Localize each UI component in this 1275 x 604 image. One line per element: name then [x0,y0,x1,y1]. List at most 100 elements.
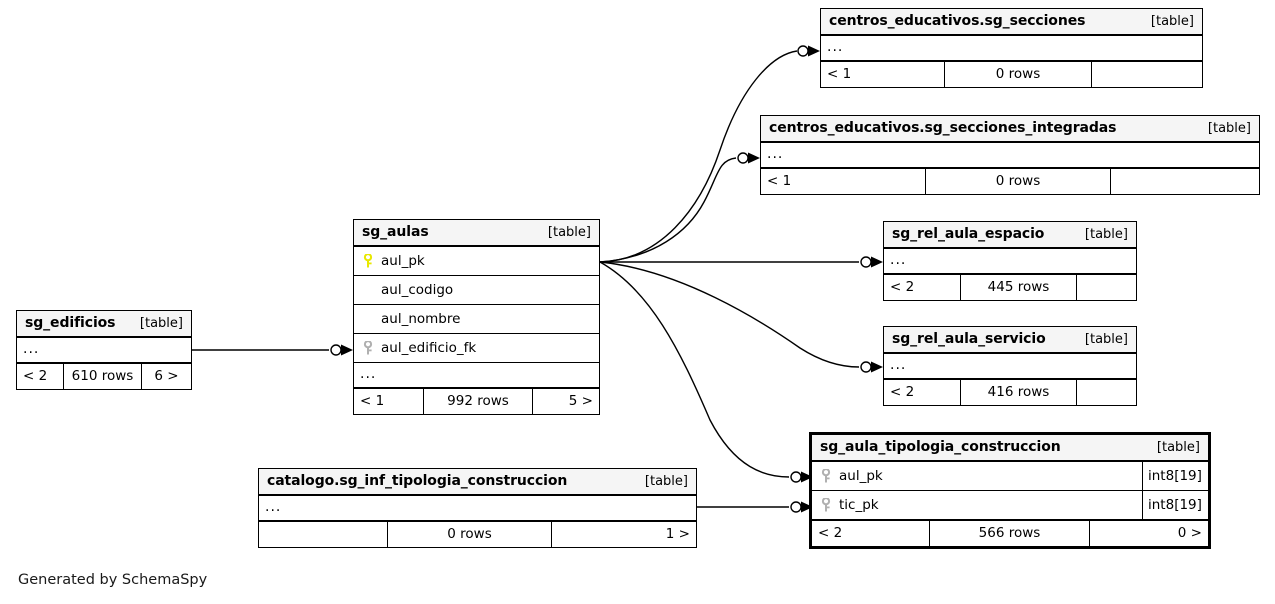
footer-rowcount: 0 rows [945,62,1092,87]
column-label: aul_nombre [381,310,461,327]
footer-rowcount: 566 rows [930,521,1090,546]
table-footer: < 2 416 rows [884,379,1136,405]
table-header: centros_educativos.sg_secciones_integrad… [761,116,1259,143]
table-footer: < 2 566 rows 0 > [812,520,1208,546]
table-title: sg_aula_tipologia_construccion [820,439,1061,455]
edge-aulas-to-aula-tipologia [599,261,790,478]
edge-aulas-to-secciones-integradas-2 [599,157,737,263]
table-header: sg_aula_tipologia_construccion [table] [812,435,1208,462]
table-sg-secciones[interactable]: centros_educativos.sg_secciones [table] … [820,8,1203,88]
footer-rowcount: 0 rows [926,169,1111,194]
footer-parents [259,522,388,547]
table-footer: 0 rows 1 > [259,521,696,547]
footer-children: 1 > [665,526,690,542]
columns-ellipsis: ... [821,36,1202,61]
column-name-cell: aul_edificio_fk [354,334,599,363]
footer-rowcount: 992 rows [424,389,533,414]
table-sg-aula-tipologia-construccion[interactable]: sg_aula_tipologia_construccion [table] a… [809,432,1211,549]
edge-endpoint-secciones [797,45,809,57]
column-label: tic_pk [839,496,879,513]
footer-children [1077,275,1136,300]
edge-endpoint-aula-tipologia-ticpk [790,501,802,513]
table-header: sg_edificios [table] [17,311,191,338]
column-type: int8[19] [1142,462,1208,490]
table-title: sg_rel_aula_servicio [892,331,1046,347]
column-name-cell: tic_pk [812,491,1142,520]
table-header: sg_rel_aula_servicio [table] [884,327,1136,354]
column-row-aul-pk[interactable]: aul_pk [354,247,599,276]
column-name-cell: aul_pk [812,462,1142,491]
footer-children [1077,380,1136,405]
column-label: aul_edificio_fk [381,339,477,356]
table-sg-rel-aula-espacio[interactable]: sg_rel_aula_espacio [table] ... < 2 445 … [883,221,1137,301]
table-sg-edificios[interactable]: sg_edificios [table] ... < 2 610 rows 6 … [16,310,192,390]
table-kind-label: [table] [1084,227,1128,242]
table-sg-inf-tipologia-construccion[interactable]: catalogo.sg_inf_tipologia_construccion [… [258,468,697,548]
table-footer: < 2 610 rows 6 > [17,363,191,389]
table-kind-label: [table] [547,225,591,240]
column-label: aul_pk [839,467,883,484]
table-kind-label: [table] [1150,14,1194,29]
table-header: sg_aulas [table] [354,220,599,247]
column-name-cell: aul_pk [354,247,599,276]
table-sg-rel-aula-servicio[interactable]: sg_rel_aula_servicio [table] ... < 2 416… [883,326,1137,406]
column-name-cell: aul_nombre [354,305,599,334]
table-sg-secciones-integradas[interactable]: centros_educativos.sg_secciones_integrad… [760,115,1260,195]
table-kind-label: [table] [644,474,688,489]
table-header: centros_educativos.sg_secciones [table] [821,9,1202,36]
table-title: centros_educativos.sg_secciones_integrad… [769,120,1117,136]
column-name-cell: aul_codigo [354,276,599,305]
edge-endpoint-aulas-edificiofk [330,344,342,356]
primary-key-icon [362,254,374,268]
table-kind-label: [table] [139,316,183,331]
foreign-key-icon [820,498,832,512]
footer-parents: < 2 [884,275,961,300]
column-label: aul_pk [381,252,425,269]
table-kind-label: [table] [1207,121,1251,136]
table-footer: < 1 0 rows [821,61,1202,87]
no-key-icon [362,283,374,297]
footer-rowcount: 416 rows [961,380,1077,405]
footer-parents: < 2 [812,521,930,546]
footer-parents: < 2 [17,364,64,389]
columns-ellipsis: ... [354,363,599,388]
column-row-aul-edificio-fk[interactable]: aul_edificio_fk [354,334,599,363]
table-title: catalogo.sg_inf_tipologia_construccion [267,473,568,489]
table-footer: < 1 0 rows [761,168,1259,194]
column-label: aul_codigo [381,281,454,298]
footer-children: 6 > [154,368,179,384]
table-header: catalogo.sg_inf_tipologia_construccion [… [259,469,696,496]
table-title: sg_edificios [25,315,116,331]
generated-by-credit: Generated by SchemaSpy [18,572,208,588]
columns-ellipsis: ... [17,338,191,363]
footer-parents: < 1 [821,62,945,87]
footer-children: 5 > [568,393,593,409]
footer-children [1111,169,1259,194]
footer-parents: < 2 [884,380,961,405]
foreign-key-icon [820,469,832,483]
edge-endpoint-secciones-integradas [737,152,749,164]
column-row-aul-nombre[interactable]: aul_nombre [354,305,599,334]
table-kind-label: [table] [1084,332,1128,347]
table-footer: < 2 445 rows [884,274,1136,300]
columns-ellipsis: ... [884,249,1136,274]
footer-rowcount: 445 rows [961,275,1077,300]
edge-endpoint-rel-aula-servicio [860,361,872,373]
column-row-tic-pk[interactable]: tic_pk int8[19] [812,491,1208,520]
column-row-aul-pk[interactable]: aul_pk int8[19] [812,462,1208,491]
table-kind-label: [table] [1156,440,1200,455]
column-row-aul-codigo[interactable]: aul_codigo [354,276,599,305]
edge-endpoint-rel-aula-espacio [860,256,872,268]
edge-endpoint-aula-tipologia-aulpk [790,471,802,483]
footer-children [1092,62,1202,87]
table-sg-aulas[interactable]: sg_aulas [table] aul_pk aul_codigo [353,219,600,415]
columns-ellipsis: ... [884,354,1136,379]
column-type: int8[19] [1142,491,1208,519]
foreign-key-icon [362,341,374,355]
table-title: sg_rel_aula_espacio [892,226,1045,242]
table-title: centros_educativos.sg_secciones [829,13,1086,29]
footer-parents: < 1 [761,169,926,194]
columns-ellipsis: ... [761,143,1259,168]
footer-rowcount: 0 rows [388,522,552,547]
columns-ellipsis: ... [259,496,696,521]
